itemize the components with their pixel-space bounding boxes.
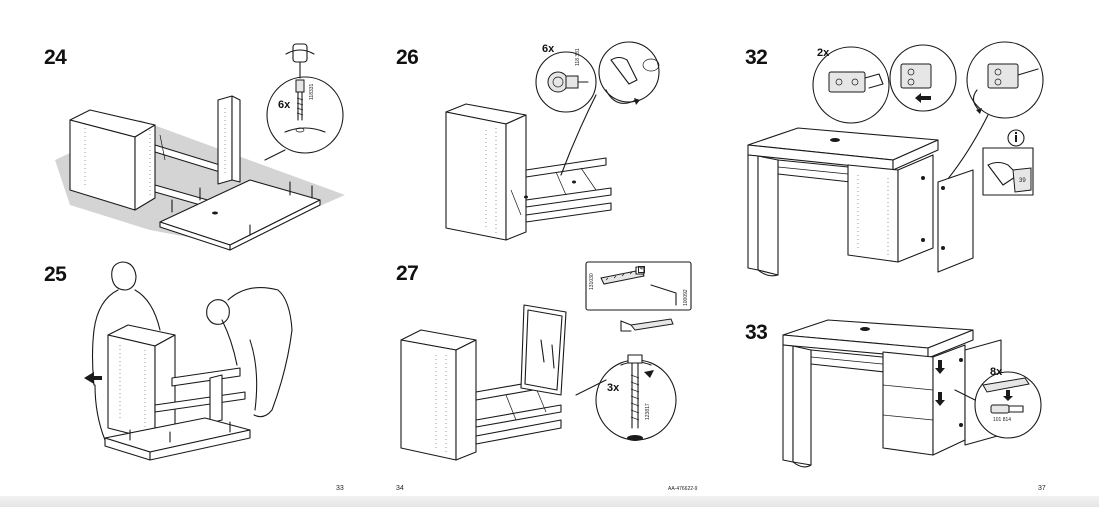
step-33-number: 33 bbox=[745, 321, 768, 344]
step-26-part-code: 118 331 bbox=[575, 48, 581, 66]
page-number: 33 bbox=[336, 485, 344, 492]
step-27-screw-code: 123817 bbox=[645, 403, 651, 420]
step-27-number: 27 bbox=[396, 262, 419, 285]
step-24-number: 24 bbox=[44, 46, 67, 69]
manual-page-34: 26 6x 118 331 27 131030 4 100092 3x 1238… bbox=[366, 0, 733, 507]
step-32-desk-illustration bbox=[747, 127, 974, 277]
step-32-number: 32 bbox=[745, 46, 768, 69]
manual-page-33: 24 6x 118331 25 33 bbox=[0, 0, 366, 507]
step-25-number: 25 bbox=[44, 263, 67, 286]
step-27-detail-circle bbox=[575, 261, 692, 441]
step-26-detail-circles bbox=[535, 41, 660, 176]
step-27-part-code-b: 100092 bbox=[683, 289, 689, 306]
page-number: 37 bbox=[1038, 485, 1046, 492]
footer-code: AA-476622-9 bbox=[668, 486, 698, 492]
page-37-illustrations bbox=[747, 41, 1044, 468]
step-33-multiplier: 8x bbox=[990, 366, 1003, 378]
page-34-illustrations bbox=[400, 41, 692, 461]
page-number: 34 bbox=[396, 485, 404, 492]
step-26-number: 26 bbox=[396, 46, 419, 69]
info-page-ref: 39 bbox=[1019, 178, 1026, 184]
step-24-part-code: 118331 bbox=[309, 83, 315, 100]
step-27-bracket-count: 4 bbox=[638, 266, 645, 273]
info-box bbox=[982, 129, 1034, 196]
step-25-people-illustration bbox=[84, 261, 293, 461]
step-32-multiplier: 2x bbox=[817, 47, 830, 59]
step-26-multiplier: 6x bbox=[542, 43, 555, 55]
step-33-desk-illustration bbox=[782, 319, 1042, 468]
step-24-detail-circle bbox=[264, 43, 344, 161]
viewer-bottom-bar bbox=[0, 496, 1099, 507]
page-33-illustrations bbox=[55, 43, 345, 461]
step-26-cabinet-illustration bbox=[445, 103, 612, 241]
manual-page-37: 32 2x 39 33 8x 101 814 37 bbox=[733, 0, 1099, 507]
step-33-part-code: 101 814 bbox=[993, 417, 1012, 423]
step-32-hinge-detail-circles bbox=[812, 41, 1044, 186]
step-24-cabinet-illustration bbox=[69, 95, 321, 251]
step-27-cabinet-illustration bbox=[400, 304, 567, 461]
step-27-part-code-a: 131030 bbox=[589, 273, 595, 290]
step-24-multiplier: 6x bbox=[278, 99, 291, 111]
step-27-multiplier: 3x bbox=[607, 382, 620, 394]
